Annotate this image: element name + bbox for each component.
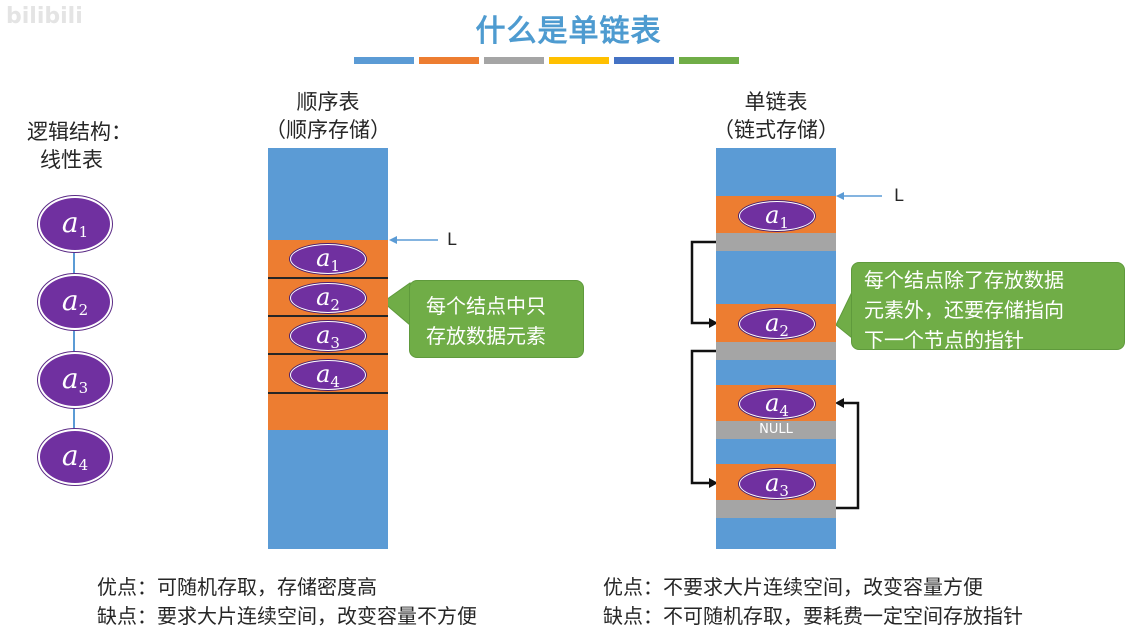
seq-head-pointer-label: L xyxy=(447,230,457,250)
seq-element-a3: a3 xyxy=(290,321,366,352)
seq-cons: 缺点：要求大片连续空间，改变容量不方便 xyxy=(97,604,477,628)
seq-callout: 每个结点中只 存放数据元素 xyxy=(409,280,584,358)
seq-subtitle: （顺序存储） xyxy=(265,118,391,142)
linked-pointer-cell-a3 xyxy=(716,500,836,518)
linked-element-a3: a3 xyxy=(739,469,815,500)
linked-callout-line: 元素外，还要存储指向 xyxy=(864,298,1064,322)
seq-element-a4: a4 xyxy=(290,360,366,391)
seq-heading: 顺序表 （顺序存储） xyxy=(253,88,403,144)
list-node-a2: a2 xyxy=(38,274,112,330)
linked-pointer-cell-a1 xyxy=(716,233,836,251)
color-bar-segment xyxy=(614,57,674,64)
logic-structure-label: 逻辑结构： 线性表 xyxy=(27,118,132,174)
logic-structure-line2: 线性表 xyxy=(40,148,103,172)
linked-pros-cons: 优点：不要求大片连续空间，改变容量方便 缺点：不可随机存取，要耗费一定空间存放指… xyxy=(603,573,1023,631)
seq-callout-line: 每个结点中只 xyxy=(426,294,546,318)
seq-cell-divider xyxy=(268,315,388,317)
linked-cons: 缺点：不可随机存取，要耗费一定空间存放指针 xyxy=(603,604,1023,628)
seq-callout-line: 存放数据元素 xyxy=(426,324,546,348)
linked-callout-line: 每个结点除了存放数据 xyxy=(864,268,1064,292)
seq-pros-cons: 优点：可随机存取，存储密度高 缺点：要求大片连续空间，改变容量不方便 xyxy=(97,573,477,631)
seq-element-a1: a1 xyxy=(290,244,366,275)
logic-structure-line1: 逻辑结构： xyxy=(27,120,132,144)
linked-element-a2: a2 xyxy=(739,309,815,340)
color-bar-segment xyxy=(549,57,609,64)
linked-callout: 每个结点除了存放数据 元素外，还要存储指向 下一个节点的指针 xyxy=(851,262,1125,352)
linked-callout-tail xyxy=(835,291,853,340)
color-bar-segment xyxy=(484,57,544,64)
seq-cell-divider xyxy=(268,277,388,279)
linked-head-pointer-arrowhead xyxy=(836,192,844,200)
linked-pointer-cell-a2 xyxy=(716,342,836,360)
watermark: bilibili xyxy=(6,4,83,29)
next-pointer-arrowhead xyxy=(709,478,718,488)
seq-cell-divider xyxy=(268,392,388,394)
list-node-a3: a3 xyxy=(38,352,112,408)
seq-pros: 优点：可随机存取，存储密度高 xyxy=(97,575,377,599)
title-color-bar xyxy=(354,57,739,65)
list-node-a1: a1 xyxy=(38,196,112,252)
color-bar-segment xyxy=(354,57,414,64)
seq-element-a2: a2 xyxy=(290,283,366,314)
next-pointer-arrowhead xyxy=(709,318,718,328)
next-pointer-a2-a3 xyxy=(690,349,716,485)
linked-subtitle: （链式存储） xyxy=(713,118,839,142)
seq-head-pointer-arrowhead xyxy=(389,236,397,244)
color-bar-segment xyxy=(679,57,739,64)
slide-title: 什么是单链表 xyxy=(475,14,662,49)
linked-callout-line: 下一个节点的指针 xyxy=(864,328,1024,352)
color-bar-segment xyxy=(419,57,479,64)
next-pointer-a1-a2 xyxy=(690,240,716,325)
next-pointer-a3-a4 xyxy=(836,401,860,510)
linked-null-pointer: NULL xyxy=(716,421,836,439)
seq-cell-divider xyxy=(268,353,388,355)
list-node-a4: a4 xyxy=(38,429,112,485)
linked-head-pointer-label: L xyxy=(894,186,904,206)
linked-element-a1: a1 xyxy=(739,201,815,232)
linked-element-a4: a4 xyxy=(739,389,815,420)
linked-title: 单链表 xyxy=(744,90,808,114)
linked-pros: 优点：不要求大片连续空间，改变容量方便 xyxy=(603,575,983,599)
next-pointer-arrowhead xyxy=(835,398,844,408)
linked-heading: 单链表 （链式存储） xyxy=(701,88,851,144)
seq-title: 顺序表 xyxy=(296,90,360,114)
